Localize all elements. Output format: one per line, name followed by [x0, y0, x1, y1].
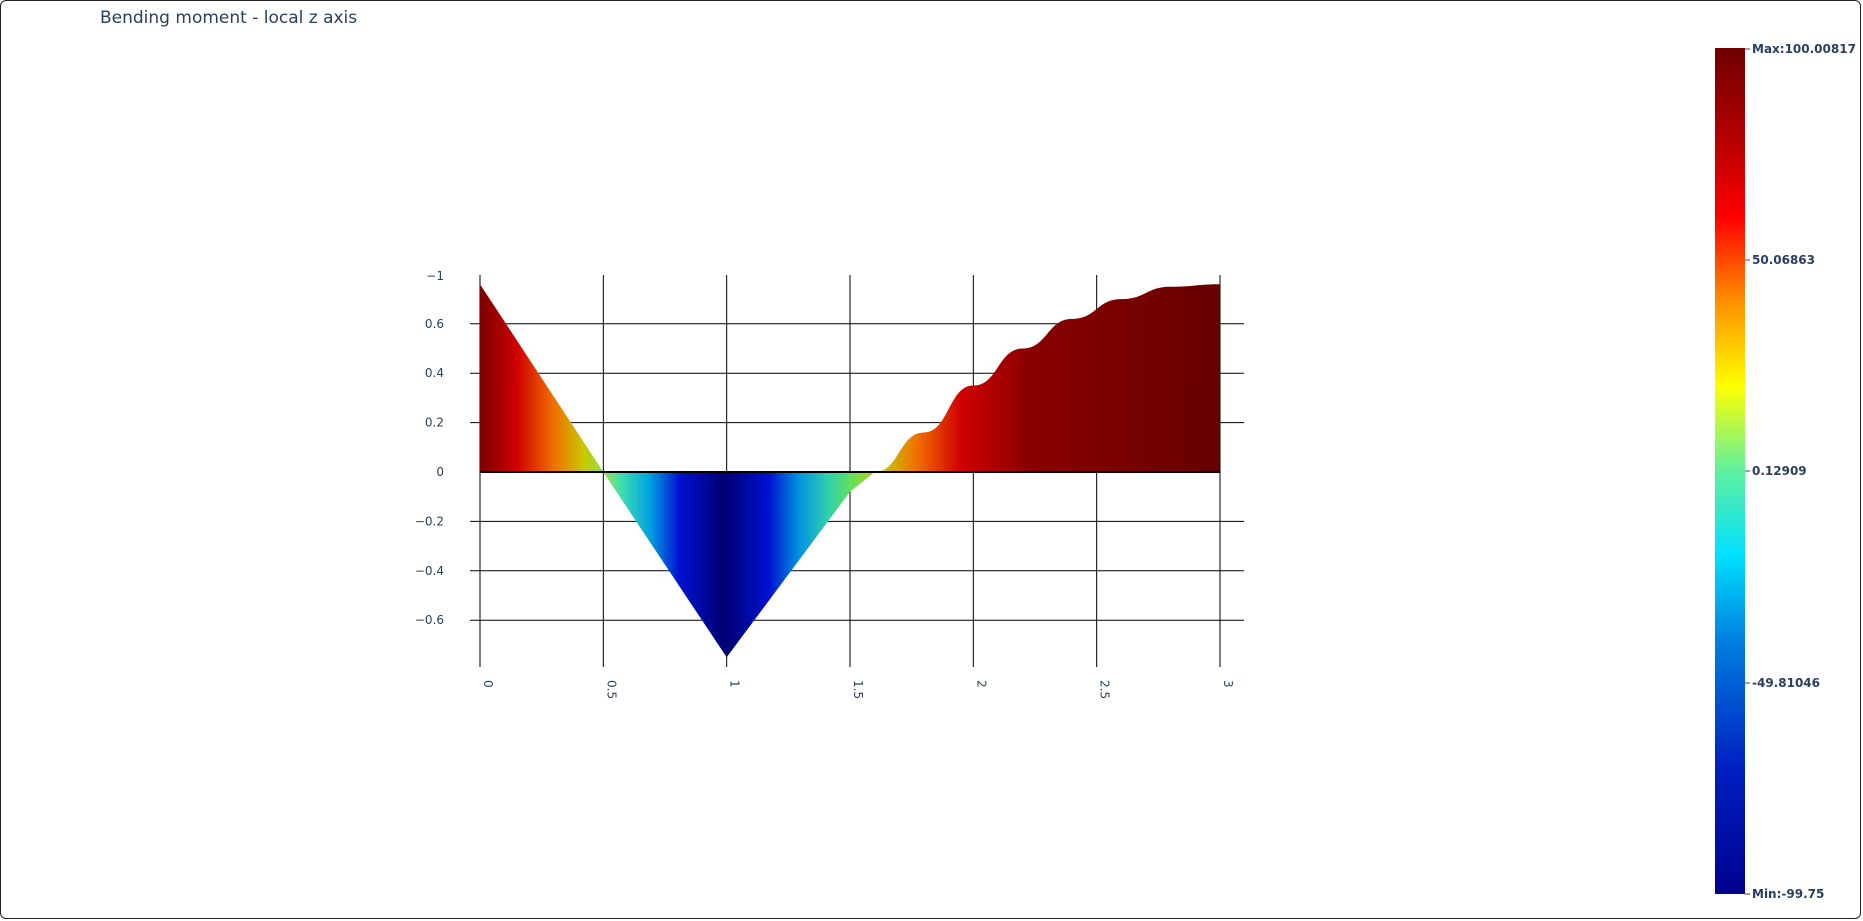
colorbar-tick-label: 0.12909	[1752, 464, 1807, 478]
axis-ticks: 0.6 0.4 0.2 0 −0.2 −0.4 −0.6 −1 0 0.5 1 1.5 2 2.5 3	[415, 269, 1235, 699]
x-tick-label: 1	[728, 680, 742, 688]
y-tick-label: −0.2	[415, 514, 444, 528]
y-tick-label: 0	[436, 465, 444, 479]
colorbar-tick-label: -49.81046	[1752, 676, 1820, 690]
y-tick-label: −0.4	[415, 564, 444, 578]
y-tick-label: 0.4	[425, 366, 444, 380]
colorbar-max-label: Max:100.00817	[1752, 42, 1856, 56]
colorbar: Max:100.00817 50.06863 0.12909 -49.81046…	[1715, 42, 1856, 901]
moment-area-fill	[480, 284, 1220, 658]
x-tick-label: 0	[481, 680, 495, 688]
chart-title: Bending moment - local z axis	[100, 8, 358, 28]
colorbar-tick-label: 50.06863	[1752, 253, 1815, 267]
x-tick-label: 1.5	[851, 680, 865, 699]
y-tick-label: 0.6	[425, 317, 444, 331]
x-tick-label: 0.5	[604, 680, 618, 699]
y-tick-label: −0.6	[415, 613, 444, 627]
x-tick-label: 2	[974, 680, 988, 688]
x-tick-label: 2.5	[1098, 680, 1112, 699]
x-tick-label: 3	[1221, 680, 1235, 688]
moment-area	[480, 284, 1220, 658]
y-tick-label-top: −1	[426, 269, 444, 283]
colorbar-gradient	[1715, 48, 1745, 894]
y-tick-label: 0.2	[425, 416, 444, 430]
colorbar-min-label: Min:-99.75	[1752, 887, 1824, 901]
